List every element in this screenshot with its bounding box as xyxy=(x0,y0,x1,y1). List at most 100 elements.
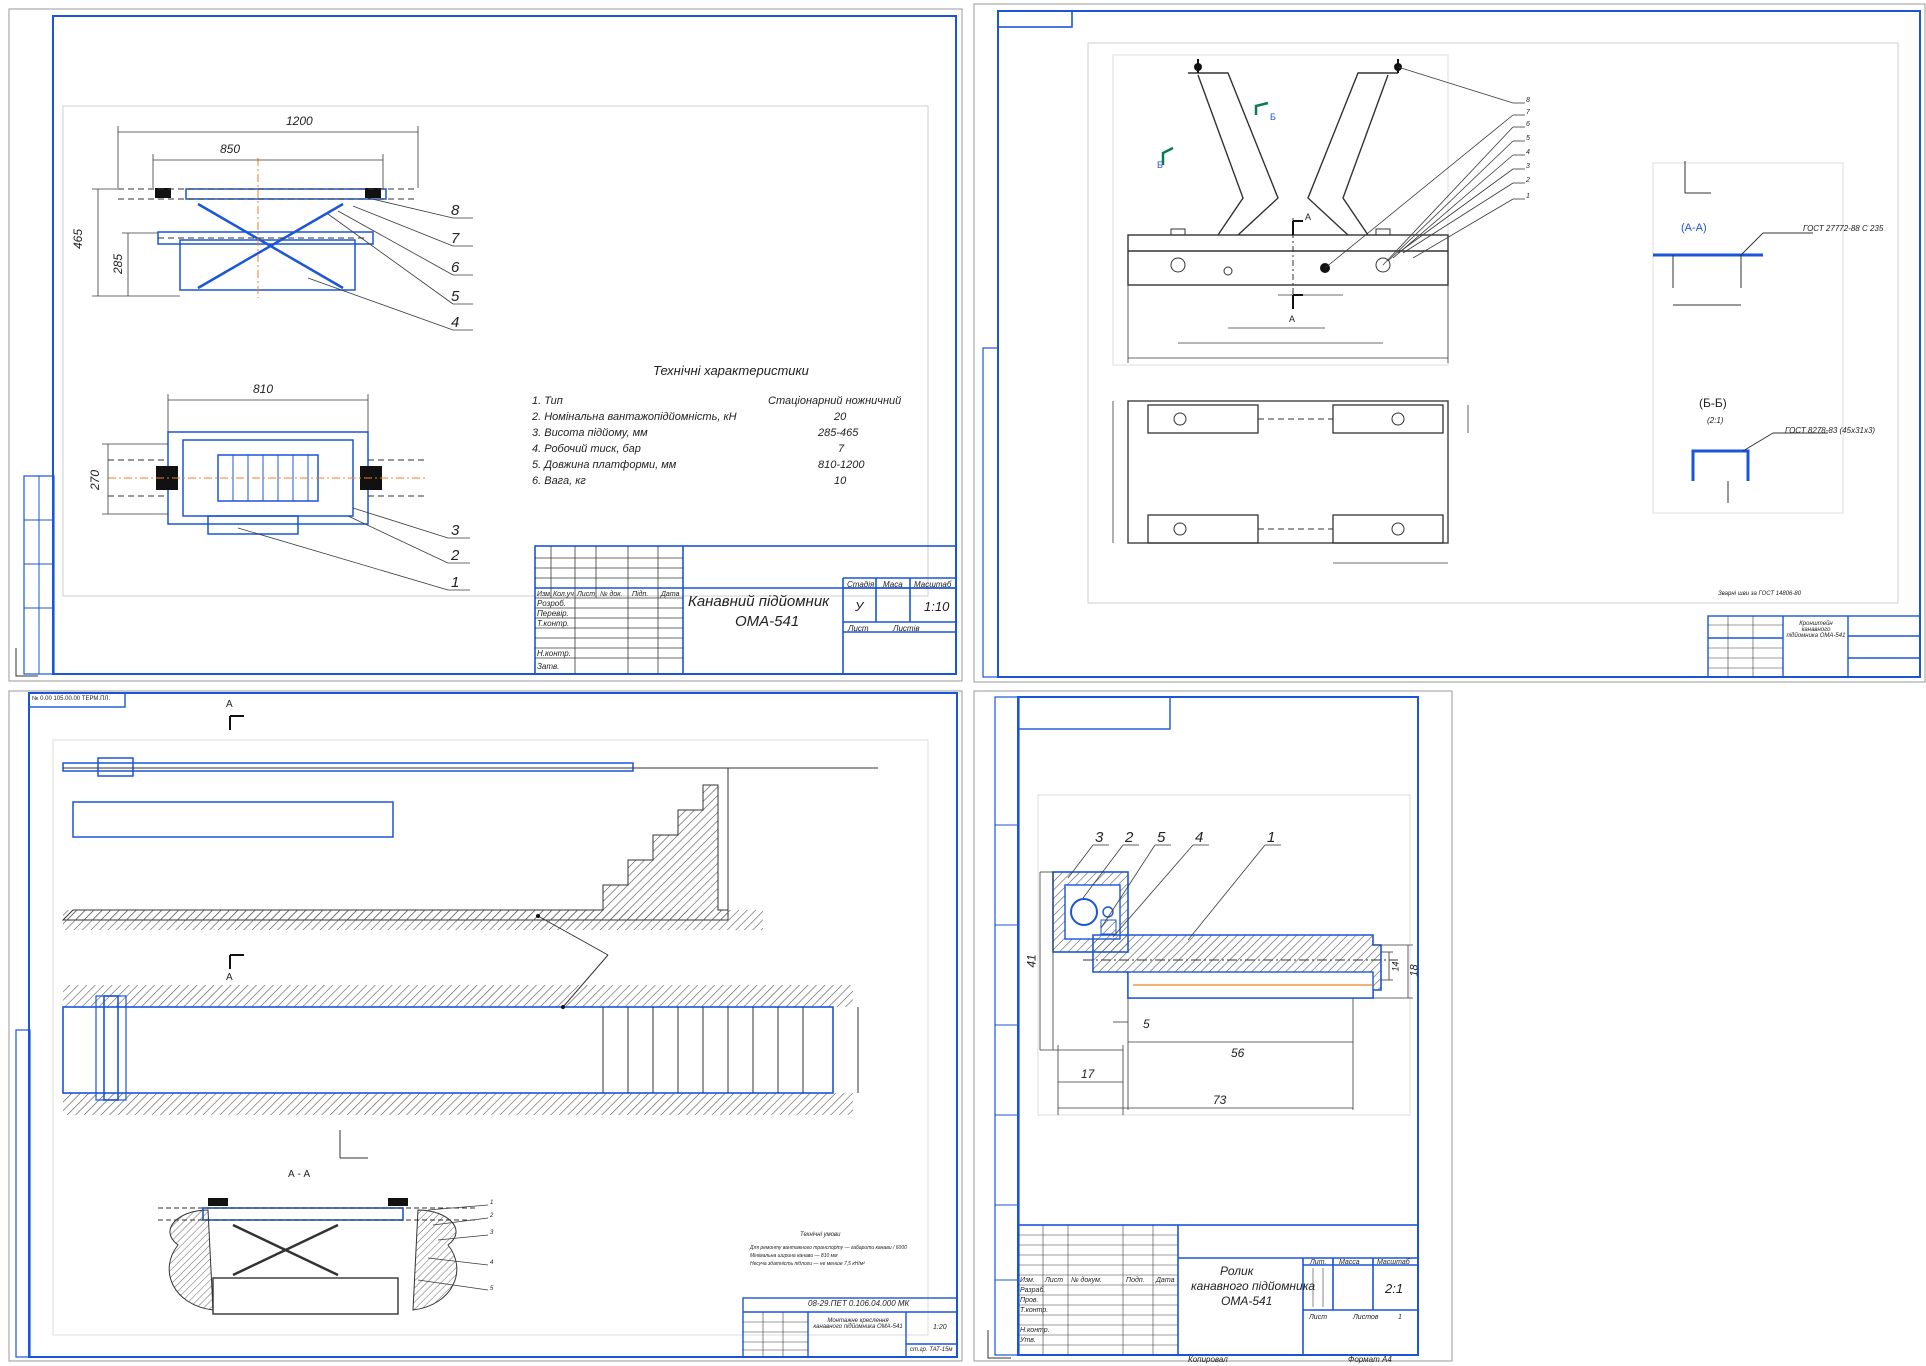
specs-table: 1. Тип Стаціонарний ножничний 2. Номінал… xyxy=(532,396,912,492)
title-block-sheets-label: Листів xyxy=(893,624,920,633)
title-block-row: Затв. xyxy=(537,662,560,671)
section-bb-label: (Б-Б) xyxy=(1699,396,1727,410)
installation-drawing xyxy=(8,690,963,1362)
dim-14: 14 xyxy=(1390,961,1401,972)
title-block-sheets-label: Листов xyxy=(1353,1314,1379,1321)
dim-73: 73 xyxy=(1213,1093,1227,1107)
spec-name: 2. Номінальна вантажопідйомність, кН xyxy=(532,411,737,423)
bracket-drawing xyxy=(973,3,1926,683)
callout-4: 4 xyxy=(1526,149,1530,156)
spec-value: 810-1200 xyxy=(818,459,865,471)
dim-270: 270 xyxy=(88,469,103,491)
title-block-lit-label: Лит. xyxy=(1310,1259,1327,1266)
title-block-row: Разраб. xyxy=(1020,1287,1046,1294)
title-block-row: Розроб. xyxy=(537,599,566,608)
drawing-sheet-general-view[interactable]: 1200 850 465 285 810 270 8 7 6 5 4 3 2 1… xyxy=(8,8,963,682)
callout-3: 3 xyxy=(451,522,460,539)
spec-row: 6. Вага, кг 10 xyxy=(532,476,912,492)
dim-285: 285 xyxy=(111,253,126,275)
title-block-scale-label: Масштаб xyxy=(1377,1259,1410,1266)
spec-name: 6. Вага, кг xyxy=(532,475,586,487)
spec-row: 2. Номінальна вантажопідйомність, кН 20 xyxy=(532,412,912,428)
callout-1: 1 xyxy=(451,574,460,591)
callout-5: 5 xyxy=(490,1286,494,1292)
spec-value: Стаціонарний ножничний xyxy=(768,395,902,407)
title-block-header: Подп. xyxy=(1126,1277,1145,1284)
marker-b-left: Б xyxy=(1157,160,1163,170)
title-block-row: Перевір. xyxy=(537,609,569,618)
section-title-aa: А - А xyxy=(288,1169,311,1180)
callout-3: 3 xyxy=(1526,163,1530,170)
marker-a-bottom: А xyxy=(1289,314,1296,324)
doc-number: 08-29.ПЕТ 0.106.04.000 МК xyxy=(808,1299,910,1308)
tech-line: Мінімальна ширина канави — 810 мм xyxy=(750,1253,838,1259)
callout-2: 2 xyxy=(490,1213,494,1219)
marker-a-top: А xyxy=(1305,212,1312,222)
title-block-scale: 2:1 xyxy=(1385,1281,1404,1296)
title-block-row: Т.контр. xyxy=(1020,1307,1049,1314)
callout-6: 6 xyxy=(1526,121,1530,128)
title-block-group: ст.гр. ТАТ-15м xyxy=(910,1347,953,1353)
callout-6: 6 xyxy=(451,259,460,276)
drawing-sheet-roller[interactable]: 3 2 5 4 1 41 18 14 5 56 17 73 Ролик кана… xyxy=(973,690,1453,1364)
title-block-sheets: 1 xyxy=(1398,1314,1402,1321)
title-block-header: Лист xyxy=(1045,1277,1064,1284)
callout-2: 2 xyxy=(1125,829,1134,846)
spec-row: 5. Довжина платформи, мм 810-1200 xyxy=(532,460,912,476)
title-block-name-line2: ОМА-541 xyxy=(735,613,800,630)
drawing-stamp: № 0.00 105.00.00 ТЕРМ.ПЛ. xyxy=(32,696,110,702)
spec-name: 4. Робочий тиск, бар xyxy=(532,443,641,455)
title-block-row: Изм. xyxy=(1020,1277,1035,1284)
section-bb-scale: (2:1) xyxy=(1707,416,1724,425)
title-block-row: Утв. xyxy=(1020,1337,1036,1344)
marker-b-right: Б xyxy=(1270,112,1276,122)
callout-8: 8 xyxy=(1526,97,1530,104)
dim-41: 41 xyxy=(1024,954,1039,968)
roller-drawing xyxy=(973,690,1453,1362)
spec-value: 20 xyxy=(834,411,847,423)
title-block-name-line1: Ролик xyxy=(1220,1264,1254,1278)
specs-title: Технічні характеристики xyxy=(653,363,809,378)
dim-1200: 1200 xyxy=(286,114,313,128)
title-block-row: Т.контр. xyxy=(537,619,570,628)
title-block-stage: У xyxy=(855,599,864,614)
title-block-mass-label: Маса xyxy=(883,580,903,589)
callout-1: 1 xyxy=(490,1200,494,1206)
title-block-name: Кронштейн канавного підйомника ОМА-541 xyxy=(1786,621,1846,639)
callout-8: 8 xyxy=(451,202,460,219)
dim-18: 18 xyxy=(1408,964,1421,977)
tech-line: Несуча здатність підлоги — не менше 7,5 … xyxy=(750,1261,865,1267)
title-block-header: Изм. xyxy=(537,591,552,598)
callout-3: 3 xyxy=(490,1230,494,1236)
title-block-header: Дата xyxy=(661,591,680,598)
weld-note: Зварні шви за ГОСТ 14806-80 xyxy=(1718,591,1802,597)
spec-value: 7 xyxy=(838,443,845,455)
callout-2: 2 xyxy=(1526,177,1530,184)
section-marker-a-top: А xyxy=(226,699,233,710)
dim-850: 850 xyxy=(220,142,241,156)
spec-row: 1. Тип Стаціонарний ножничний xyxy=(532,396,912,412)
title-block-name-line1: Канавний підйомник xyxy=(688,593,830,610)
drawing-sheet-bracket[interactable]: (А-А) (Б-Б) (2:1) ГОСТ 27772-88 С 235 ГО… xyxy=(973,3,1926,683)
drawing-sheet-installation[interactable]: № 0.00 105.00.00 ТЕРМ.ПЛ. А А А - А Техн… xyxy=(8,690,963,1362)
title-block-scale-label: Масштаб xyxy=(914,580,952,589)
title-block-header: Дата xyxy=(1156,1277,1175,1284)
gost-aa: ГОСТ 27772-88 С 235 xyxy=(1803,224,1884,233)
spec-value: 10 xyxy=(834,475,847,487)
callout-5: 5 xyxy=(1526,135,1530,142)
title-block-header: Підп. xyxy=(632,591,649,598)
title-block-header: № док. xyxy=(600,591,623,598)
title-block-scale: 1:20 xyxy=(933,1324,947,1331)
callout-4: 4 xyxy=(490,1260,494,1266)
tech-conditions-title: Технічні умови xyxy=(800,1232,841,1238)
callout-4: 4 xyxy=(1195,829,1204,846)
title-block-name-line2: канавного підйомника xyxy=(1191,1279,1316,1293)
title-block-sheet-label: Лист xyxy=(848,624,869,633)
dim-810: 810 xyxy=(253,382,274,396)
title-block-scale: 1:10 xyxy=(924,599,950,614)
dim-465: 465 xyxy=(71,228,86,250)
callout-7: 7 xyxy=(451,230,460,247)
callout-7: 7 xyxy=(1526,109,1530,116)
section-aa-label: (А-А) xyxy=(1681,222,1707,234)
spec-row: 3. Висота підйому, мм 285-465 xyxy=(532,428,912,444)
